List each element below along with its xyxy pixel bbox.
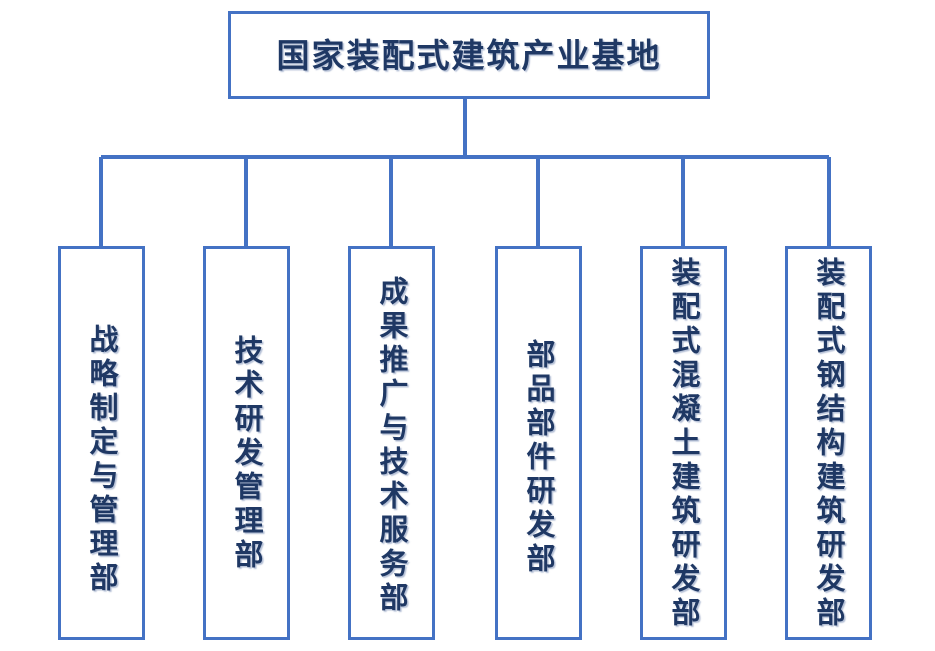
child-node-3-label: 成果推广与技术服务部	[375, 276, 409, 616]
child-node-2-content: 技术研发管理部	[206, 249, 287, 637]
child-node-1-content: 战略制定与管理部	[61, 249, 142, 637]
child-node-5-label: 装配式混凝土建筑研发部	[667, 257, 701, 631]
child-node-6[interactable]: 装配式钢结构建筑研发部	[785, 246, 872, 640]
root-node-label: 国家装配式建筑产业基地	[276, 35, 662, 75]
child-node-1-label: 战略制定与管理部	[85, 324, 119, 596]
child-node-2-label: 技术研发管理部	[230, 335, 264, 573]
child-node-1[interactable]: 战略制定与管理部	[58, 246, 145, 640]
child-node-4-content: 部品部件研发部	[498, 249, 579, 637]
child-node-2[interactable]: 技术研发管理部	[203, 246, 290, 640]
child-node-3-content: 成果推广与技术服务部	[351, 249, 432, 637]
child-node-5[interactable]: 装配式混凝土建筑研发部	[640, 246, 727, 640]
child-node-5-content: 装配式混凝土建筑研发部	[643, 249, 724, 637]
child-node-4[interactable]: 部品部件研发部	[495, 246, 582, 640]
child-node-4-label: 部品部件研发部	[522, 339, 556, 577]
child-node-6-label: 装配式钢结构建筑研发部	[812, 257, 846, 631]
child-node-6-content: 装配式钢结构建筑研发部	[788, 249, 869, 637]
child-node-3[interactable]: 成果推广与技术服务部	[348, 246, 435, 640]
root-node[interactable]: 国家装配式建筑产业基地	[228, 11, 710, 99]
